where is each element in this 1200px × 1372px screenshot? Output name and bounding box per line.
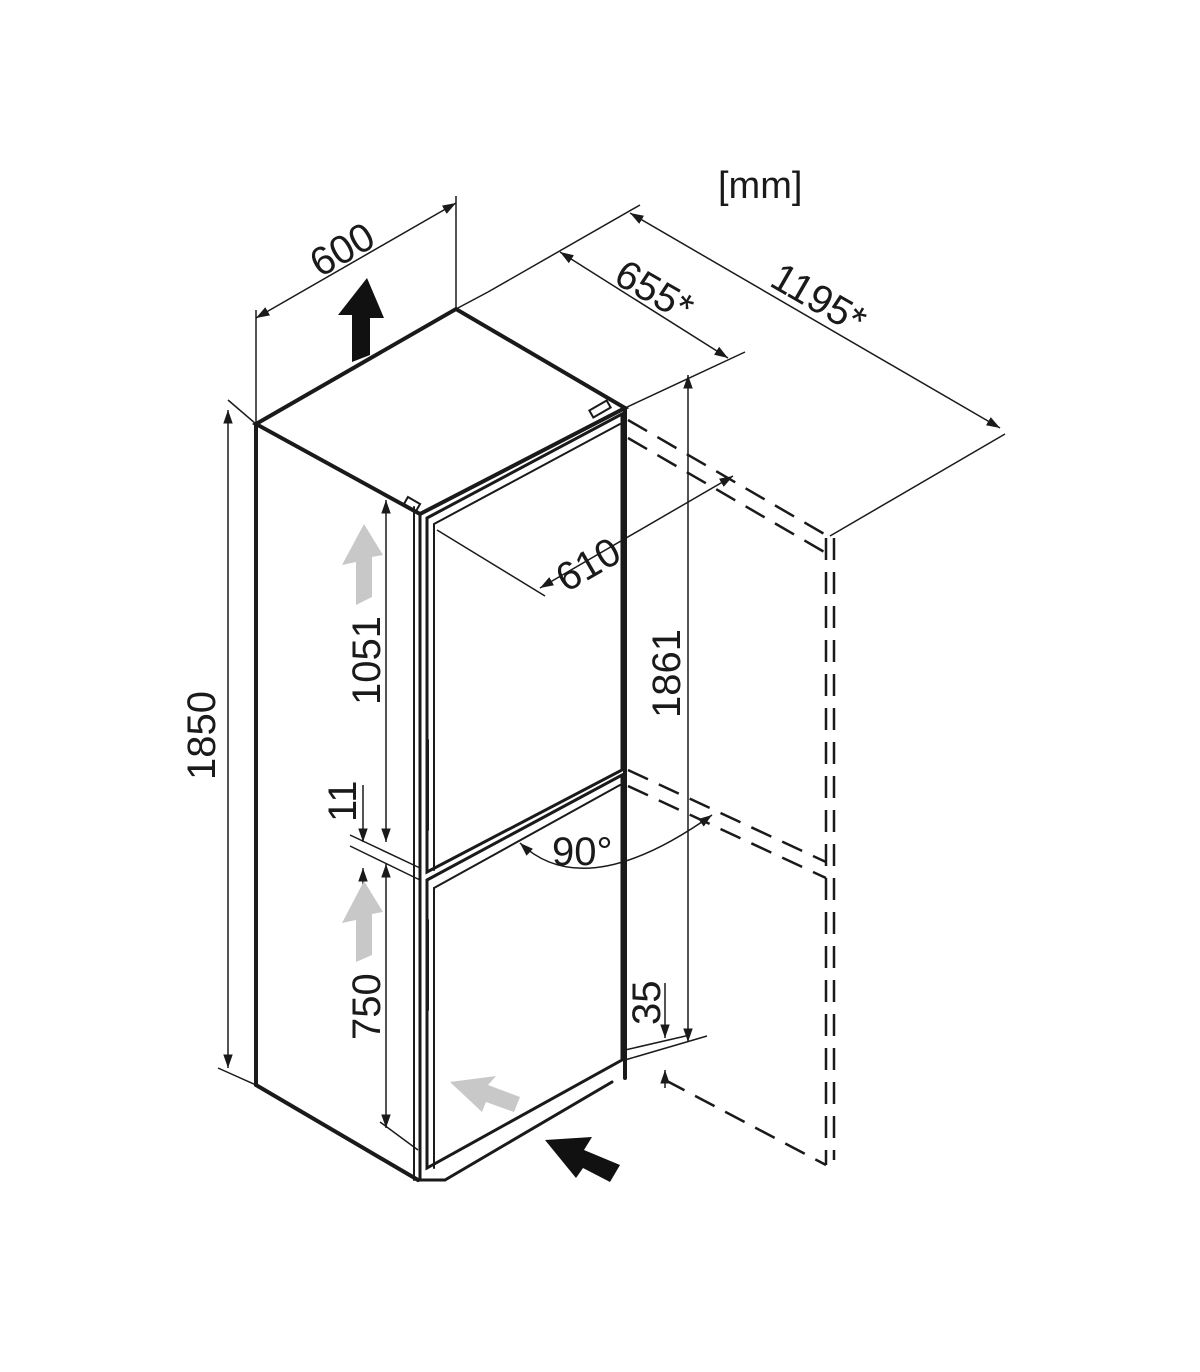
ventilation-arrow-upper-icon	[342, 524, 383, 605]
label-width: 600	[303, 214, 383, 285]
label-height-total: 1861	[645, 629, 689, 718]
hinge-top	[587, 399, 613, 419]
angle-arc-90	[519, 814, 713, 869]
dim-line-610	[539, 475, 734, 589]
dim-line-600	[255, 202, 457, 319]
label-depth-door-open: 1195*	[764, 255, 874, 344]
fridge-bottom-left-edge	[254, 1083, 420, 1182]
label-door-depth: 610	[549, 529, 629, 600]
label-upper-door-height: 1051	[345, 616, 389, 705]
lower-door	[425, 772, 624, 1171]
unit-label: [mm]	[718, 165, 802, 207]
hinge-left	[402, 495, 422, 513]
airflow-in-arrow-icon	[545, 1137, 620, 1182]
fridge-body	[251, 306, 630, 1182]
ventilation-arrow-base-icon	[450, 1076, 520, 1112]
dimension-lines	[217, 196, 1006, 1151]
label-lower-door-height: 750	[345, 973, 389, 1040]
ventilation-arrow-lower-icon	[342, 881, 383, 962]
label-opening-angle: 90°	[552, 830, 613, 874]
label-base-clearance: 35	[625, 981, 669, 1026]
dim-line-1195	[629, 212, 1001, 429]
label-height: 1850	[180, 691, 224, 780]
upper-door	[425, 411, 624, 875]
label-door-gap: 11	[321, 780, 365, 822]
fridge-top-face	[251, 306, 630, 517]
airflow-out-arrow-icon	[338, 278, 384, 362]
label-depth: 655*	[608, 252, 701, 331]
open-door-outline	[627, 418, 836, 1167]
